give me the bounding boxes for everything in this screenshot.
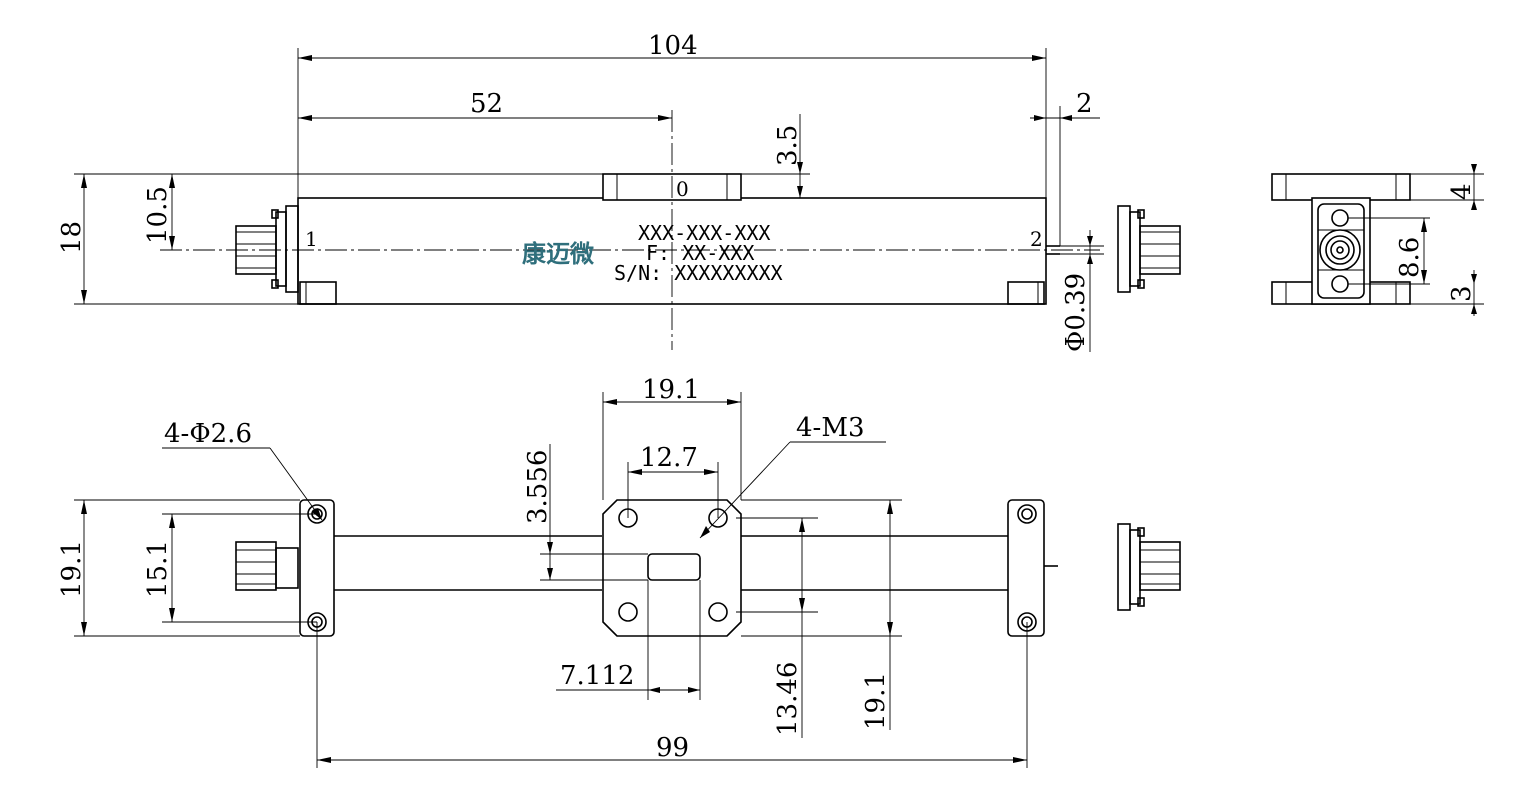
brand-logo: 康迈微 bbox=[522, 240, 594, 268]
frequency-label: F: XX-XXX bbox=[646, 241, 754, 265]
dim-right-bolt: 13.46 bbox=[773, 662, 803, 736]
right-hole-top bbox=[1017, 504, 1037, 524]
dim-right-height: 19.1 bbox=[861, 672, 891, 730]
left-flange bbox=[299, 499, 335, 637]
m3-hole-bl bbox=[618, 602, 638, 622]
bottom-view: 19.1 12.7 4-M3 4-Φ2.6 3.556 19.1 bbox=[57, 375, 1181, 768]
connector-left-bottom bbox=[235, 541, 299, 591]
serial-number-label: S/N: XXXXXXXXX bbox=[614, 261, 783, 285]
port-0-label: 0 bbox=[676, 177, 689, 201]
port-1-label: 1 bbox=[305, 227, 318, 251]
dim-thread-callout: 4-M3 bbox=[796, 413, 865, 443]
dim-left-height: 19.1 bbox=[57, 540, 87, 598]
foot-right bbox=[1007, 281, 1045, 305]
foot-left bbox=[299, 281, 337, 305]
dim-end-spacing: 8.6 bbox=[1395, 237, 1425, 278]
m3-hole-br bbox=[708, 602, 728, 622]
model-label: XXX-XXX-XXX bbox=[638, 221, 770, 245]
dim-hole-spacing-total: 99 bbox=[656, 733, 689, 763]
dim-center-height: 10.5 bbox=[143, 186, 173, 244]
dim-pin-offset: 2 bbox=[1076, 89, 1093, 119]
connector-left bbox=[235, 205, 299, 293]
connector-flange bbox=[1317, 203, 1365, 299]
waveguide-slot bbox=[647, 553, 701, 581]
dim-left-hole-spacing: 15.1 bbox=[143, 540, 173, 598]
dim-end-top: 4 bbox=[1447, 183, 1477, 200]
top-view: 1 2 0 XXX-XXX-XXX F: XX-XXX S/N: XXXXXXX… bbox=[57, 31, 1181, 352]
dim-slot-width: 7.112 bbox=[560, 661, 634, 691]
dim-height: 18 bbox=[57, 221, 87, 254]
center-flange bbox=[602, 499, 742, 637]
dim-bolt-spacing: 12.7 bbox=[640, 443, 698, 473]
dim-slot-height: 3.556 bbox=[523, 450, 553, 524]
dim-end-bottom: 3 bbox=[1447, 285, 1477, 302]
dim-flange-width: 19.1 bbox=[642, 375, 700, 405]
connector-right-top bbox=[1117, 205, 1181, 293]
dim-hole-callout: 4-Φ2.6 bbox=[164, 419, 252, 449]
dim-half-length: 52 bbox=[470, 89, 503, 119]
end-view: 4 8.6 3 bbox=[1271, 164, 1484, 316]
port-2-label: 2 bbox=[1030, 227, 1043, 251]
dim-pin-diameter: Φ0.39 bbox=[1061, 273, 1091, 352]
right-flange bbox=[1007, 499, 1045, 637]
connector-right-bottom bbox=[1117, 523, 1181, 611]
dim-flange-height: 3.5 bbox=[773, 125, 803, 166]
end-view-top-flange bbox=[1271, 173, 1411, 201]
dim-total-length: 104 bbox=[648, 31, 698, 61]
